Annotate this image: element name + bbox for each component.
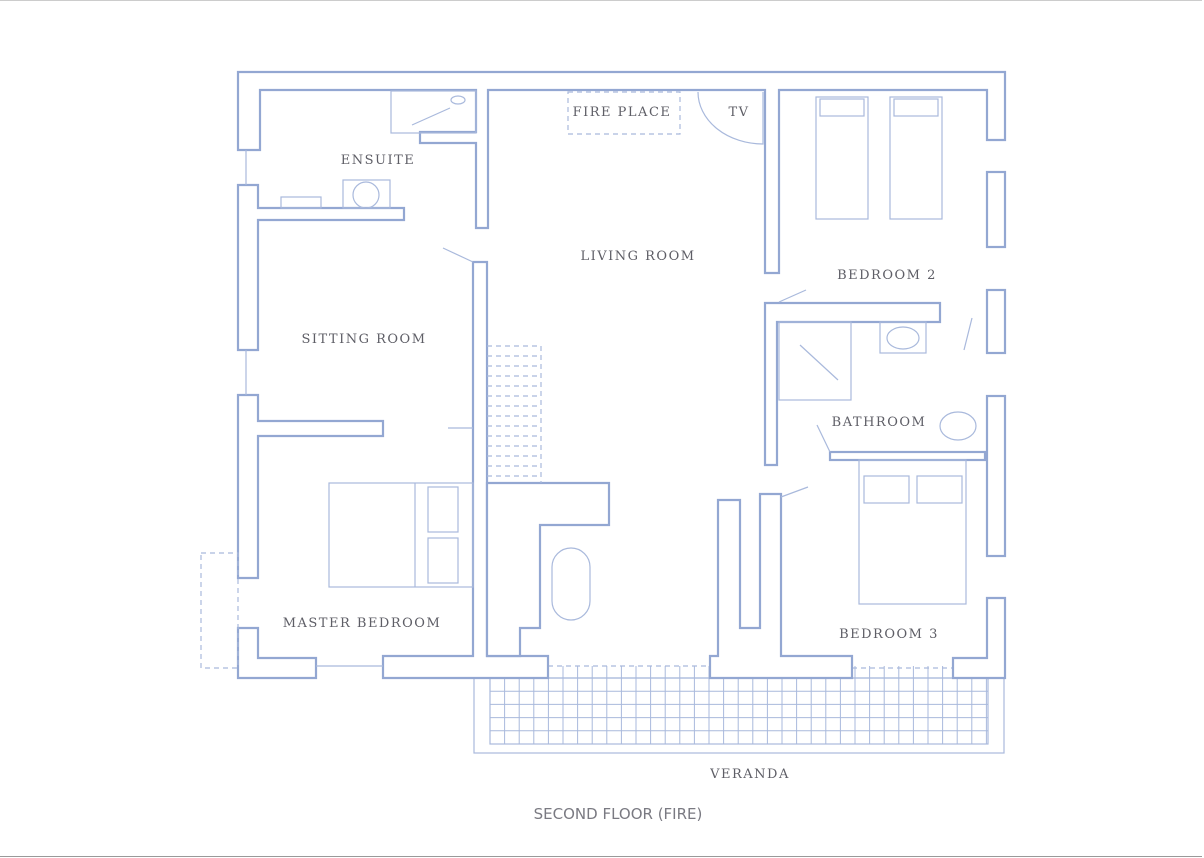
fixtures — [200, 90, 977, 669]
label-bedroom-3: BEDROOM 3 — [839, 627, 939, 642]
walls — [236, 70, 1007, 680]
label-living-room: LIVING ROOM — [580, 249, 695, 264]
label-sitting-room: SITTING ROOM — [301, 332, 426, 347]
plan-title: SECOND FLOOR (FIRE) — [534, 805, 703, 823]
label-bathroom: BATHROOM — [832, 415, 927, 430]
label-ensuite: ENSUITE — [341, 153, 416, 168]
label-veranda: VERANDA — [709, 767, 790, 782]
label-tv: TV — [728, 105, 749, 120]
label-fireplace: FIRE PLACE — [573, 105, 672, 120]
label-master-bedroom: MASTER BEDROOM — [283, 616, 442, 631]
label-bedroom-2: BEDROOM 2 — [837, 268, 937, 283]
